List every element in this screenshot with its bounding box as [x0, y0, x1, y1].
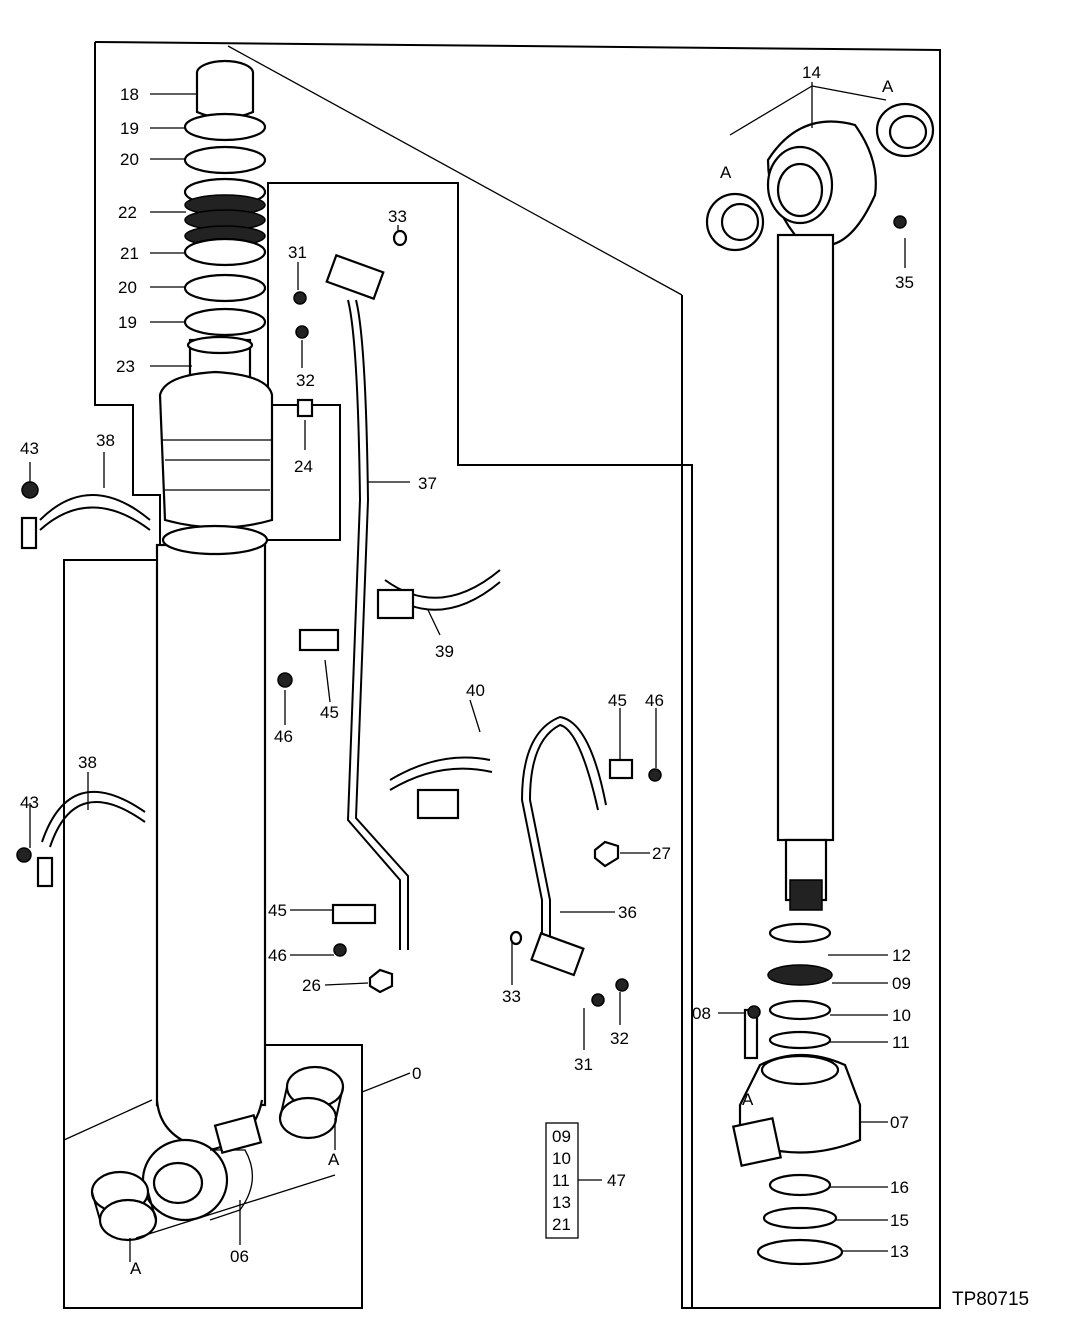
label-37: 37: [418, 474, 437, 493]
label-35: 35: [895, 273, 914, 292]
label-23: 23: [116, 357, 135, 376]
small-hardware: [16, 215, 907, 1019]
kit-number: 47: [607, 1171, 626, 1190]
label-14: 14: [802, 63, 821, 82]
kit-label-11: 11: [552, 1171, 570, 1190]
label-38-top: 38: [96, 431, 115, 450]
label-38-bottom: 38: [78, 753, 97, 772]
kit-label-21: 21: [552, 1215, 571, 1234]
label-32-bottom: 32: [610, 1029, 629, 1048]
label-26: 26: [302, 976, 321, 995]
label-19-top: 19: [120, 119, 139, 138]
label-43-top: 43: [20, 439, 39, 458]
label-32-top: 32: [296, 371, 315, 390]
label-06: 06: [230, 1247, 249, 1266]
label-33-top: 33: [388, 207, 407, 226]
label-46-left: 46: [274, 727, 293, 746]
label-09: 09: [892, 974, 911, 993]
bushings: [90, 102, 935, 1242]
label-07: 07: [890, 1113, 909, 1132]
piston-rod: [731, 120, 877, 1266]
diagram-code: TP80715: [952, 1289, 1029, 1310]
label-45-lower: 45: [268, 901, 287, 920]
label-33-bottom: 33: [502, 987, 521, 1006]
label-16: 16: [890, 1178, 909, 1197]
label-20-bottom: 20: [118, 278, 137, 297]
ref-marker-a-bottom-left: A: [130, 1259, 142, 1278]
ref-marker-a-bottom-right: A: [328, 1150, 340, 1169]
label-46-lower: 46: [268, 946, 287, 965]
label-46-right: 46: [645, 691, 664, 710]
label-19-bottom: 19: [118, 313, 137, 332]
label-0: 0: [412, 1064, 421, 1083]
label-24: 24: [294, 457, 313, 476]
label-13: 13: [890, 1242, 909, 1261]
ref-marker-a-rod: A: [742, 1090, 754, 1109]
gland-parts: [158, 59, 274, 556]
label-20-top: 20: [120, 150, 139, 169]
clamps: [20, 494, 501, 888]
label-08: 08: [692, 1004, 711, 1023]
label-11: 11: [892, 1033, 910, 1052]
label-40: 40: [466, 681, 485, 700]
kit-label-13: 13: [552, 1193, 571, 1212]
boundary-frames: [63, 41, 941, 1309]
label-43-bottom: 43: [20, 793, 39, 812]
ref-marker-a-top-right: A: [882, 77, 894, 96]
label-45-right: 45: [608, 691, 627, 710]
label-31-top: 31: [288, 243, 307, 262]
ref-marker-a-top-left: A: [720, 163, 732, 182]
pipes: [325, 253, 607, 977]
label-45-left: 45: [320, 703, 339, 722]
cylinder-barrel: [141, 543, 267, 1222]
label-18: 18: [120, 85, 139, 104]
label-15: 15: [890, 1211, 909, 1230]
label-12: 12: [892, 946, 911, 965]
label-39: 39: [435, 642, 454, 661]
label-36: 36: [618, 903, 637, 922]
kit-box: [545, 1122, 579, 1239]
kit-label-10: 10: [552, 1149, 571, 1168]
label-21: 21: [120, 244, 139, 263]
label-27: 27: [652, 844, 671, 863]
leader-lines: [29, 82, 906, 1262]
label-31-bottom: 31: [574, 1055, 593, 1074]
label-10: 10: [892, 1006, 911, 1025]
label-22: 22: [118, 203, 137, 222]
kit-label-09: 09: [552, 1127, 571, 1146]
